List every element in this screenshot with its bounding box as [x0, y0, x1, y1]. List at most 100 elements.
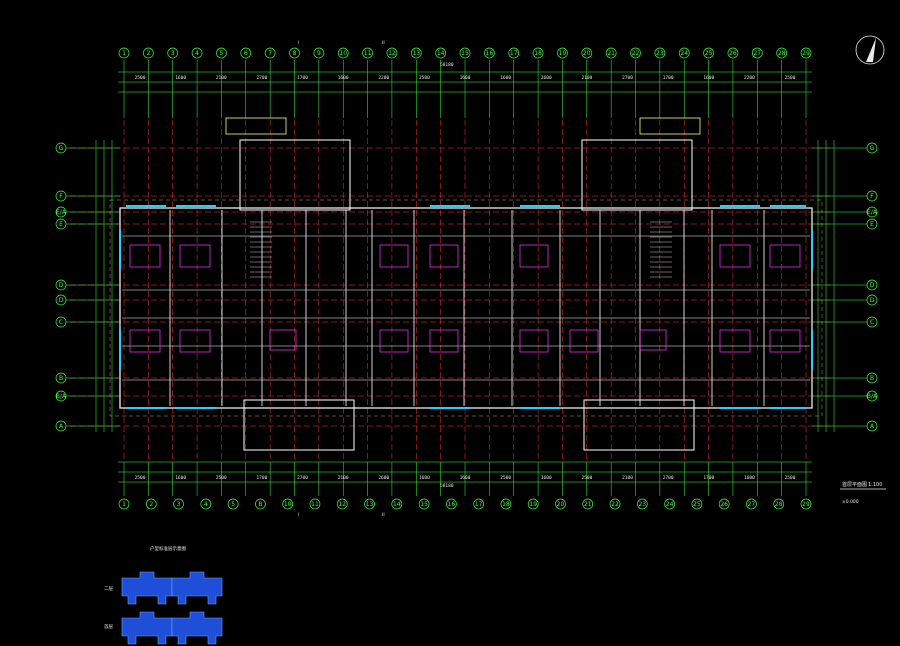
title-block: 首层平面图 1:100 ±0.000 — [840, 481, 886, 505]
axis-bubble-circle — [557, 47, 568, 59]
axis-bubble-circle — [313, 47, 325, 59]
axis-bubble-label: B — [59, 375, 63, 382]
axis-bubble-circle — [255, 498, 266, 510]
legend-hatch-blocks — [121, 571, 223, 645]
axis-bubble-circle — [630, 47, 641, 59]
axis-bubble-circle — [691, 498, 703, 510]
furniture — [379, 244, 409, 268]
hatch-shape — [171, 571, 223, 605]
legend-hatch-block — [121, 611, 223, 645]
axis-bubble-circle — [386, 47, 398, 59]
axis-bubble-circle — [500, 498, 512, 510]
axis-bubble-circle — [118, 498, 130, 510]
axis-bubble-bottom: 22 — [609, 498, 621, 510]
axis-bubble-circle — [473, 498, 484, 510]
dimension-text-top: 2500 — [419, 75, 430, 81]
axis-bubble-circle — [654, 47, 666, 59]
dimension-text-top: 2700 — [622, 75, 633, 81]
axis-bubble-label: 24 — [666, 501, 674, 508]
furniture — [519, 329, 549, 353]
axis-bubble-circle — [527, 498, 539, 510]
axis-bubble-left: B/A — [55, 390, 120, 402]
axis-bubble-label: 17 — [510, 50, 518, 57]
axis-bubble-circle — [145, 498, 157, 510]
axis-bubble-label: 3 — [171, 50, 175, 57]
axis-bubble-left: D — [55, 294, 120, 306]
axis-bubble-circle — [703, 47, 714, 59]
drawing-scale: 1:100 — [868, 482, 882, 488]
axis-bubble-label: B — [258, 501, 262, 508]
axis-bubble-top: 13 — [410, 47, 422, 59]
axis-bubble-label: 4 — [195, 50, 199, 57]
axis-bubble-circle — [751, 47, 763, 59]
furniture — [129, 329, 161, 353]
axis-bubble-label: 23 — [656, 50, 664, 57]
dimension-text-top: 2500 — [785, 75, 796, 81]
axis-bubble-left: G — [55, 142, 120, 154]
dimension-text-bottom: 2700 — [663, 475, 674, 481]
axis-bubble-top: 12 — [386, 47, 398, 59]
axis-bubble-bottom: 25 — [691, 498, 703, 510]
axis-bubble-bottom: 2 — [145, 498, 157, 510]
axis-bubble-circle — [362, 47, 373, 59]
dimension-text-bottom: 2500 — [135, 475, 146, 481]
north-arrow-icon — [855, 35, 885, 65]
dimension-text-bottom: 1600 — [744, 475, 755, 481]
axis-bubble-label: 11 — [311, 501, 319, 508]
furniture — [269, 329, 297, 351]
furniture — [179, 244, 211, 268]
axis-bubble-right: E — [812, 218, 878, 230]
axis-bubble-label: 10 — [339, 50, 347, 57]
dimension-text-top: 2600 — [541, 75, 552, 81]
axis-bubble-label: 23 — [638, 501, 646, 508]
legend-item-upper: 二层 — [104, 586, 113, 592]
axis-bubble-right: B — [812, 372, 878, 384]
axis-bubble-top: 14 — [435, 47, 446, 59]
axis-bubble-bottom: 16 — [446, 498, 457, 510]
axis-bubble-circle — [167, 47, 179, 59]
axis-bubble-bottom: 10 — [282, 498, 294, 510]
axis-bubble-top: 18 — [532, 47, 544, 59]
drawing-title: 首层平面图 — [842, 481, 867, 488]
dimension-text-bottom: 1600 — [419, 475, 430, 481]
dimension-text-top: 2100 — [216, 75, 227, 81]
axis-bubble-label: 27 — [748, 501, 756, 508]
axis-bubble-bottom: B — [255, 498, 266, 510]
overall-dimension-bottom: 58180 — [440, 483, 454, 489]
axis-bubble-circle — [337, 47, 349, 59]
hatch-shape — [121, 571, 173, 605]
axis-bubble-circle — [264, 47, 276, 59]
axis-bubble-circle — [664, 498, 675, 510]
legend: 户型标准层示意图 二层 首层 — [104, 545, 223, 645]
axis-bubble-bottom: 15 — [418, 498, 430, 510]
axis-bubble-circle — [459, 47, 471, 59]
elevation-note: ±0.000 — [842, 499, 859, 505]
axis-bubble-label: 20 — [557, 501, 565, 508]
furniture — [569, 329, 599, 353]
axis-bubble-label: 5 — [231, 501, 235, 508]
axis-bubble-label: 8 — [293, 50, 297, 57]
axis-bubble-label: 24 — [680, 50, 688, 57]
axis-bubble-right: F — [812, 190, 878, 202]
furniture — [719, 244, 751, 268]
axis-bubble-label: 14 — [437, 50, 445, 57]
axis-bubble-bottom: 18 — [500, 498, 512, 510]
axis-bubble-top: 8 — [289, 47, 300, 59]
furniture — [769, 244, 801, 268]
axis-bubble-left: E — [55, 218, 120, 230]
axis-bubble-circle — [143, 47, 154, 59]
axis-bubble-label: 29 — [802, 50, 810, 57]
axis-bubble-bottom: 29 — [800, 498, 812, 510]
furniture — [429, 329, 459, 353]
axis-bubble-label: B — [870, 375, 874, 382]
dimension-text-bottom: 2500 — [581, 475, 592, 481]
axis-bubble-circle — [484, 47, 495, 59]
axis-grid — [70, 60, 830, 496]
axis-bubble-label: 26 — [720, 501, 728, 508]
cut-marker-top-1: II — [382, 40, 385, 46]
axis-bubble-label: 3 — [177, 501, 181, 508]
stair-core-right — [581, 139, 693, 211]
axis-bubble-label: 17 — [475, 501, 483, 508]
axis-bubble-label: 2 — [146, 50, 150, 57]
